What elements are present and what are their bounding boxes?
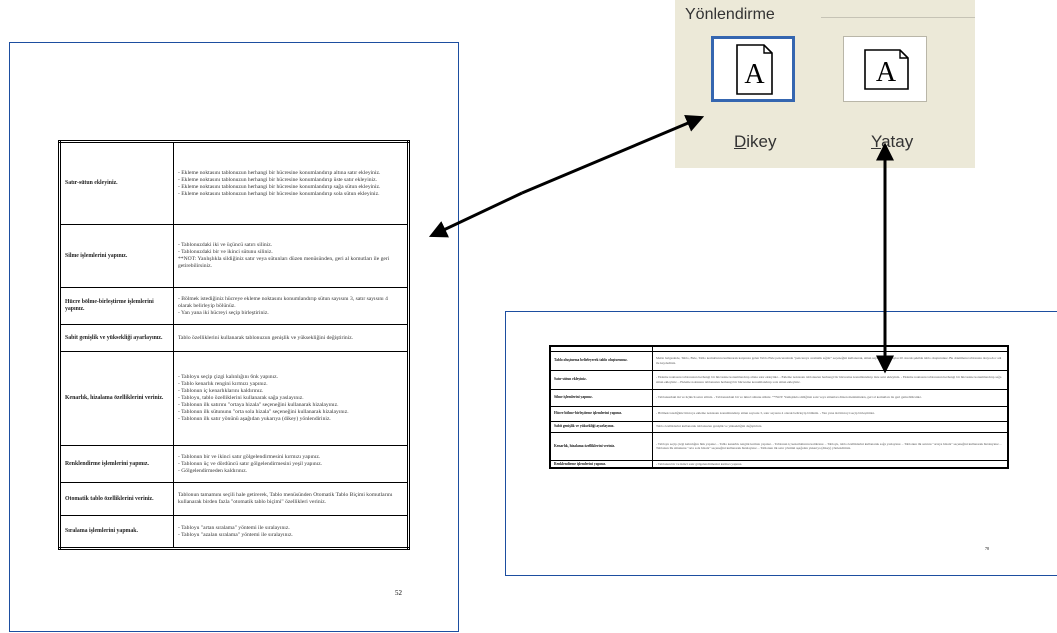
row-content: Tablo özelliklerini kullanarak tablonuzu… xyxy=(173,324,409,352)
table-row: Kenarlık, hizalama özelliklerini veriniz… xyxy=(59,351,409,446)
landscape-page-icon: A xyxy=(864,49,909,90)
content-line: - Ekleme noktasını tablonuzun herhangi b… xyxy=(178,183,381,190)
table-row: Satır-sütun ekleyiniz.- Ekleme noktasını… xyxy=(549,369,1009,390)
landscape-table: Tablo oluşturma belirleyerek tablo oluşt… xyxy=(549,345,1009,469)
table-row: Sabit genişlik ve yüksekliği ayarlayınız… xyxy=(59,324,409,352)
landscape-icon-letter: A xyxy=(876,57,897,88)
row-content: - Tabloyu seçip çizgi kalınlığını 6nk ya… xyxy=(173,351,409,446)
portrait-page-icon: A xyxy=(736,44,773,95)
table-row: Silme işlemlerini yapınız.- Tablonuzdaki… xyxy=(549,388,1009,407)
row-label: Kenarlık, hizalama özelliklerini veriniz… xyxy=(549,431,653,461)
row-content: - Bölmek istediğiniz hücreye ekleme nokt… xyxy=(173,287,409,325)
content-line: - Tablonun ilk satırını "ortaya hizala" … xyxy=(178,402,339,408)
row-content: - Tabloyu seçip çizgi kalınlığını 6nk ya… xyxy=(652,431,1009,461)
portrait-option-button[interactable]: A xyxy=(711,36,795,102)
content-line: Tablonun tamamını seçili hale getirerek,… xyxy=(178,492,393,505)
content-line: - Tablonun iç kenarlıklarını kaldırınız. xyxy=(178,388,264,394)
table-row: Hücre bölme-birleştirme işlemlerini yapı… xyxy=(549,405,1009,422)
content-line: - Ekleme noktasını tablonuzun herhangi b… xyxy=(178,190,380,197)
content-line: - Tabloyu, tablo özelliklerini kullanara… xyxy=(178,395,304,401)
table-row: Sıralama işlemlerini yapmak. - Tabloyu "a… xyxy=(59,515,409,549)
table-row: Tablo oluşturma belirleyerek tablo oluşt… xyxy=(549,350,1009,371)
table-row: Sabit genişlik ve yüksekliği ayarlayınız… xyxy=(549,420,1009,433)
content-line: - Tablo kenarlık rengini kırmızı yapınız… xyxy=(178,381,268,387)
row-content: - Tablonun bir ve ikinci satır gölgelend… xyxy=(652,459,1009,469)
row-label: Renklendirme işlemlerini yapınız. xyxy=(59,445,174,483)
portrait-page-number: 52 xyxy=(395,589,402,597)
content-line: - Bölmek istediğiniz hücreye ekleme nokt… xyxy=(178,295,388,309)
content-line: - Tablonuzdaki bir ve ikinci sütunu sili… xyxy=(178,249,273,255)
content-line: - Tablonuzdaki iki ve üçüncü satırı sili… xyxy=(178,242,273,248)
content-line: - Gölgelendirmeden kaldırınız. xyxy=(178,467,248,474)
row-label: Hücre bölme-birleştirme işlemlerini yapı… xyxy=(59,287,174,325)
landscape-page-number: 78 xyxy=(985,546,989,551)
row-label: Sıralama işlemlerini yapmak. xyxy=(59,515,174,549)
group-divider xyxy=(821,17,975,18)
landscape-page: Tablo oluşturma belirleyerek tablo oluşt… xyxy=(505,311,1057,576)
table-row: Renklendirme işlemlerini yapınız. - Tablo… xyxy=(59,445,409,483)
content-line: - Tabloyu seçip çizgi kalınlığını 6nk ya… xyxy=(178,374,279,380)
landscape-option-button[interactable]: A xyxy=(843,36,927,102)
content-line: - Tablonun bir ve ikinci satır gölgelend… xyxy=(178,453,321,460)
content-line: - Yan yana iki hücreyi seçip birleştirin… xyxy=(178,309,269,316)
arrow-to-portrait-option xyxy=(521,114,705,195)
row-content: Tablonun tamamını seçili hale getirerek,… xyxy=(173,482,409,516)
content-line: - Tabloyu "azalan sıralama" yöntemi ile … xyxy=(178,531,293,538)
portrait-table: Satır-sütun ekleyiniz. - Ekleme noktasını… xyxy=(58,140,410,550)
content-line: - Tablonun üç ve dördüncü satır gölgelen… xyxy=(178,460,323,467)
content-line: - Tabloyu "artan sıralama" yöntemi ile s… xyxy=(178,524,290,531)
content-line: - Ekleme noktasını tablonuzun herhangi b… xyxy=(178,176,377,183)
row-content: - Tabloyu "artan sıralama" yöntemi ile s… xyxy=(173,515,409,549)
portrait-option-label[interactable]: Dikey xyxy=(734,132,777,151)
orientation-group-title: Yönlendirme xyxy=(685,6,779,24)
orientation-panel: Yönlendirme A Dikey A Yatay xyxy=(675,0,975,168)
portrait-page: Satır-sütun ekleyiniz. - Ekleme noktasını… xyxy=(9,42,459,632)
row-content: - Tablonun bir ve ikinci satır gölgelend… xyxy=(173,445,409,483)
table-row: Hücre bölme-birleştirme işlemlerini yapı… xyxy=(59,287,409,325)
content-line: **NOT: Yanlışlıkla sildiğiniz satır veya… xyxy=(178,256,390,269)
content-line: Tablo özelliklerini kullanarak tablonuzu… xyxy=(178,334,354,341)
portrait-icon-letter: A xyxy=(744,59,765,90)
table-row: Renklendirme işlemlerini yapınız.- Tablo… xyxy=(549,459,1009,469)
table-row: Silme işlemlerini yapınız.- Tablonuzdaki… xyxy=(59,224,409,288)
content-line: - Tablonun ilk satır yönünü aşağıdan yuk… xyxy=(178,416,331,422)
table-row: Kenarlık, hizalama özelliklerini veriniz… xyxy=(549,431,1009,461)
arrow-to-portrait-page xyxy=(428,191,523,238)
row-label: Satır-sütun ekleyiniz. xyxy=(59,141,174,225)
content-line: - Tablonun ilk sütununu "orta sola hizal… xyxy=(178,409,349,415)
content-line: - Ekleme noktasını tablonuzun herhangi b… xyxy=(178,169,381,176)
row-label: Sabit genişlik ve yüksekliği ayarlayınız… xyxy=(59,324,174,352)
